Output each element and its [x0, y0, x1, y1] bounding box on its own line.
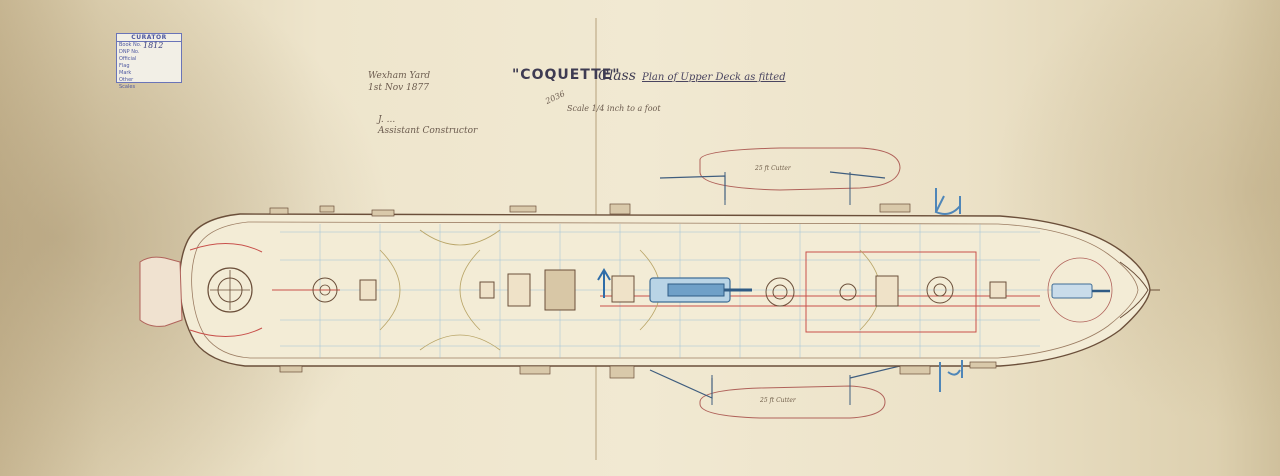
- stamp-row: Official: [117, 56, 181, 63]
- drawing-title-class: Class: [598, 68, 636, 84]
- hatches: [359, 269, 1007, 311]
- signature: J. ...: [378, 115, 396, 125]
- bowsprit: [1119, 261, 1160, 319]
- drawing-subtitle: Plan of Upper Deck as fitted: [642, 72, 786, 83]
- bow-gun: [1047, 257, 1113, 323]
- signature-note: J. ... Assistant Constructor: [378, 115, 477, 137]
- stamp-row-label: Flag Mark: [119, 63, 132, 76]
- lower-boat: 25 ft Cutter: [649, 365, 901, 419]
- stamp-row-label: Other Scales: [119, 77, 136, 90]
- main-gun: [597, 268, 752, 303]
- stamp-row-label: Official: [119, 56, 137, 62]
- curator-stamp: CURATOR Book No. 1812 DNP No. Official F…: [116, 33, 182, 90]
- stamp-book-value: 1812: [143, 41, 164, 50]
- yard-date: 1st Nov 1877: [368, 83, 429, 93]
- stern-rudder: [139, 256, 183, 327]
- stamp-row-label: DNP No.: [119, 49, 140, 55]
- stamp-row-book: Book No. 1812: [117, 41, 181, 50]
- steering-wheel-assembly: [189, 242, 338, 338]
- yard-name: Wexham Yard: [368, 71, 431, 81]
- anchors: [934, 188, 963, 392]
- upper-boat-label: 25 ft Cutter: [754, 165, 792, 172]
- stamp-row: Other Scales: [117, 77, 181, 91]
- stamp-header: CURATOR: [117, 34, 181, 42]
- stamp-row: DNP No.: [117, 49, 181, 56]
- signature-title: Assistant Constructor: [378, 126, 478, 136]
- capstans: [765, 276, 954, 307]
- drawing-title: "COQUETTE": [512, 67, 621, 83]
- stamp-row: Flag Mark: [117, 63, 181, 77]
- edge-fittings: [269, 203, 997, 379]
- upper-boat: 25 ft Cutter: [659, 147, 901, 205]
- scale-note: Scale 1/4 inch to a foot: [567, 104, 661, 113]
- lower-boat-label: 25 ft Cutter: [759, 397, 797, 404]
- stamp-book-label: Book No.: [119, 42, 142, 48]
- yard-note: Wexham Yard 1st Nov 1877: [368, 70, 430, 94]
